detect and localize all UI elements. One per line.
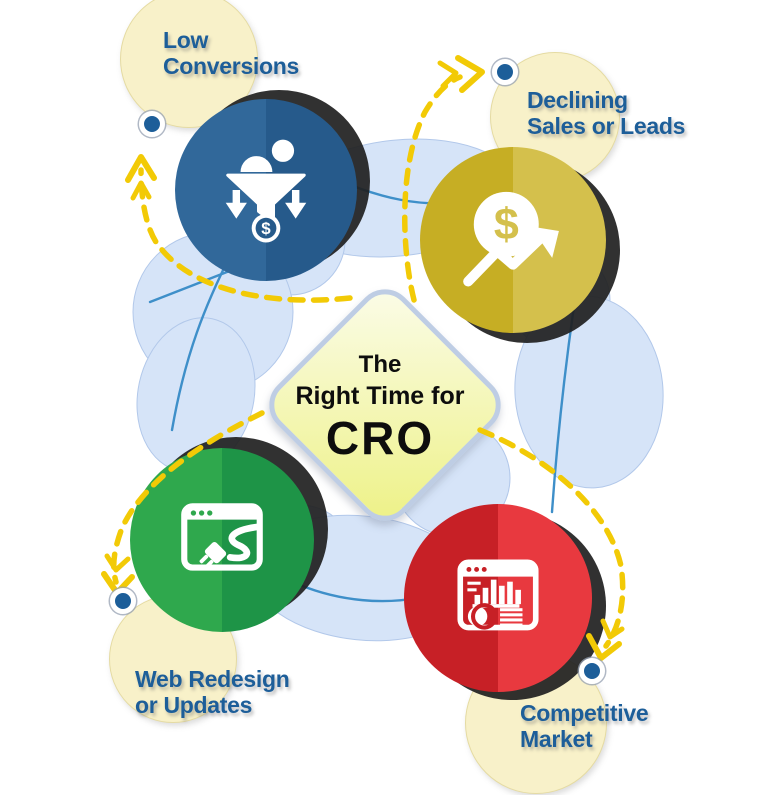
title-line-3: CRO [325, 412, 435, 464]
label-line: Low [163, 27, 209, 53]
arrow-to-web-redesign [111, 410, 265, 585]
title-line-2: Right Time for [295, 382, 465, 410]
label-line: Declining [527, 87, 628, 113]
label-line: Web Redesign [135, 666, 290, 692]
label-web-redesign: Web Redesign or Updates [135, 666, 290, 718]
connector-dot-declining-sales [492, 59, 518, 85]
label-competitive-market: Competitive Market [520, 700, 649, 752]
title-line-1: The [358, 351, 402, 378]
plug-glyph [199, 541, 227, 569]
label-line: Conversions [163, 53, 300, 79]
label-line: Competitive [520, 700, 649, 726]
arrow-to-low-conversions [138, 167, 353, 303]
connector-dot-web-redesign [110, 588, 136, 614]
website-plug-icon [181, 503, 263, 571]
dollar-growth-icon: $ [463, 191, 559, 287]
label-line: Market [520, 726, 593, 752]
label-low-conversions: Low Conversions [163, 27, 299, 79]
arrow-to-declining-sales [402, 74, 463, 303]
label-declining-sales: Declining Sales or Leads [527, 87, 685, 139]
arrow-to-competitive-market [477, 427, 626, 649]
connector-line-right [550, 304, 576, 514]
connector-dot-low-conversions [139, 111, 165, 137]
diagram-title: The Right Time for CRO [270, 350, 490, 464]
connector-dot-competitive-market [579, 658, 605, 684]
dollar-glyph: $ [261, 219, 271, 238]
node-circle-low-conversions: $ [175, 99, 357, 281]
label-line: or Updates [135, 692, 253, 718]
analytics-dashboard-icon [457, 559, 539, 631]
dollar-glyph: $ [494, 199, 519, 249]
node-circle-declining-sales: $ [420, 147, 606, 333]
conversion-funnel-icon: $ [225, 139, 307, 243]
node-circle-competitive-market [404, 504, 592, 692]
label-line: Sales or Leads [527, 113, 686, 139]
